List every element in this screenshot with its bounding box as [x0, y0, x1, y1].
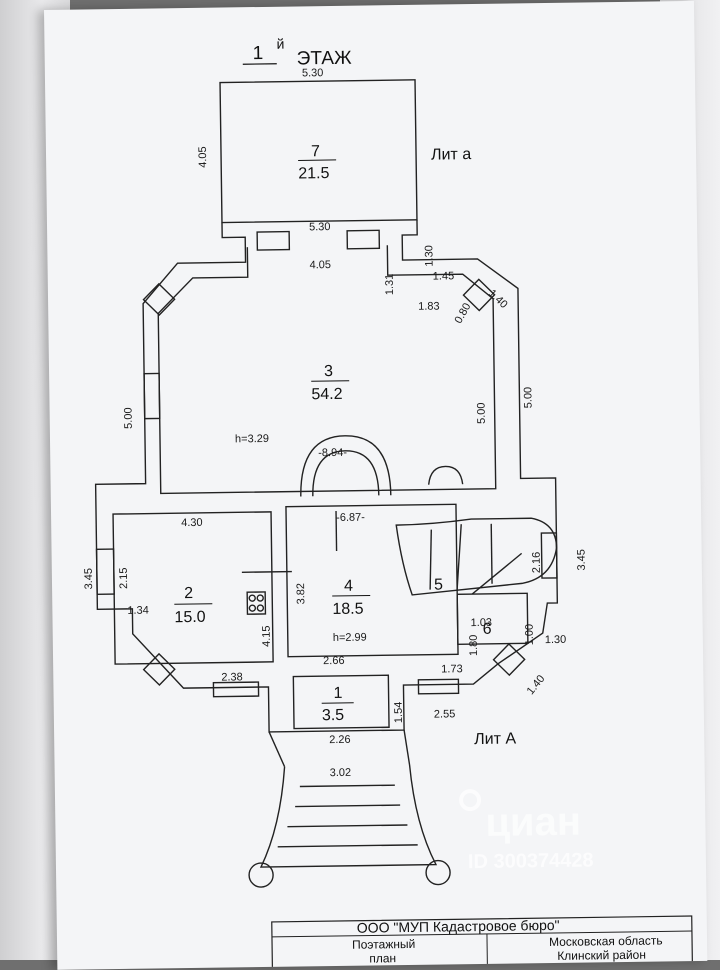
dim-label: 2.15: [118, 567, 130, 589]
dim-label: 1.03: [471, 617, 493, 629]
dim-label: 0.80: [453, 301, 474, 326]
dim-label: -8.94-: [318, 447, 347, 459]
title-block-left-2: план: [369, 951, 396, 965]
title-block-left-1: Поэтажный: [352, 937, 415, 952]
dim-label: 1.40: [486, 287, 510, 311]
window: [97, 549, 115, 594]
stair-arrow: [472, 553, 523, 594]
window: [347, 230, 379, 248]
stair-step: [429, 530, 432, 590]
dim-label: 4.05: [197, 146, 209, 168]
dim-label: 1.80: [468, 635, 480, 657]
room-4-number: 4: [344, 578, 353, 595]
bay-window: [144, 654, 175, 685]
room-3-divider: [311, 381, 349, 382]
partition-line: [242, 572, 292, 573]
room-2-outline: [113, 512, 273, 664]
title-block-line: [487, 934, 488, 970]
room-2-area: 15.0: [174, 609, 205, 626]
dim-label: 3.02: [330, 767, 352, 779]
room-1-number: 1: [333, 685, 342, 702]
dim-label: 5.00: [522, 387, 534, 409]
room-7-number: 7: [311, 143, 320, 160]
porch-line: [269, 732, 284, 767]
room-4-height: h=2.99: [333, 632, 367, 644]
dim-label: 1.30: [545, 634, 567, 646]
dim-label: -6.87-: [336, 512, 365, 524]
lit-a-small-label: Лит а: [431, 146, 471, 164]
dim-label: 1.31: [384, 274, 396, 296]
dim-label: 4.05: [310, 259, 332, 271]
room-4-area: 18.5: [332, 601, 363, 618]
room-3-number: 3: [324, 363, 333, 380]
dim-label: 5.00: [123, 407, 135, 429]
dim-label: 3.82: [295, 583, 307, 605]
dim-label: 1.34: [127, 605, 149, 617]
dim-label: 1.83: [418, 301, 440, 313]
room-7-divider: [298, 160, 336, 161]
dim-label: 1.54: [393, 702, 405, 724]
room-1-area: 3.5: [322, 707, 345, 724]
stair-step: [491, 524, 492, 584]
dim-label: 2.16: [531, 552, 543, 574]
room-2-divider: [174, 604, 212, 605]
watermark-id: ID 300374428: [468, 849, 594, 873]
room-4-outline: [286, 504, 458, 656]
entrance-post-right: [426, 860, 450, 884]
room-2-number: 2: [184, 585, 193, 602]
dim-label: 1.30: [423, 245, 435, 267]
dim-label: 5.30: [302, 67, 324, 79]
dim-label: 4.15: [261, 625, 273, 647]
room-4-divider: [332, 596, 370, 597]
dim-label: 2.55: [434, 708, 456, 720]
dim-label: 3.45: [576, 549, 588, 571]
lit-a-large-label: Лит А: [474, 730, 516, 748]
watermark-brand: циан: [485, 800, 581, 845]
dimension-labels: 5.30 4.05 5.30 4.05 1.30 1.45 1.31 1.40 …: [76, 64, 591, 783]
dim-label: 2.66: [323, 655, 345, 667]
location-pin-icon: [461, 791, 479, 809]
dim-label: 5.00: [476, 402, 488, 424]
room-3-area: 54.2: [311, 386, 342, 403]
room-7-area: 21.5: [298, 165, 329, 182]
porch-line: [404, 730, 409, 765]
dim-label: 1.40: [525, 673, 548, 697]
dim-label: 1.73: [441, 663, 463, 675]
floor-plan-sheet: 1 й ЭТАЖ 7 21.5 3 54.2 h=3.29 2 15.0 4 1…: [44, 1, 707, 970]
dim-label: 5.30: [309, 221, 331, 233]
small-arch: [428, 466, 462, 484]
window: [257, 232, 289, 250]
dim-label: 1.00: [524, 624, 536, 646]
title-block: ООО "МУП Кадастровое бюро" Поэтажный пла…: [272, 915, 693, 970]
dim-label: 3.45: [83, 568, 95, 590]
entrance-step-lines: [277, 785, 418, 847]
floor-number: 1: [252, 43, 263, 64]
stove-burner: [257, 605, 263, 611]
dim-label: 2.26: [329, 734, 351, 746]
floor-label: ЭТАЖ: [297, 48, 353, 70]
dim-label: 1.45: [433, 270, 455, 282]
dim-label: 4.30: [181, 517, 203, 529]
watermark: циан ID 300374428: [461, 789, 594, 873]
floor-title: 1 й ЭТАЖ: [242, 35, 352, 71]
stove-burner: [249, 595, 255, 601]
room-5-number: 5: [434, 576, 443, 593]
floor-plan-drawing: 1 й ЭТАЖ 7 21.5 3 54.2 h=3.29 2 15.0 4 1…: [44, 1, 707, 970]
window: [213, 682, 258, 697]
entrance-steps: [260, 765, 436, 867]
room-3-height: h=3.29: [235, 433, 269, 445]
window: [144, 373, 160, 418]
floor-suffix: й: [276, 36, 284, 52]
window: [418, 679, 458, 694]
stove-burner: [249, 605, 255, 611]
dim-label: 2.38: [221, 671, 243, 683]
bay-window: [143, 284, 174, 315]
title-block-org: ООО "МУП Кадастровое бюро": [357, 917, 560, 936]
title-block-right-2: Клинский район: [557, 948, 646, 963]
stove-burner: [257, 595, 263, 601]
